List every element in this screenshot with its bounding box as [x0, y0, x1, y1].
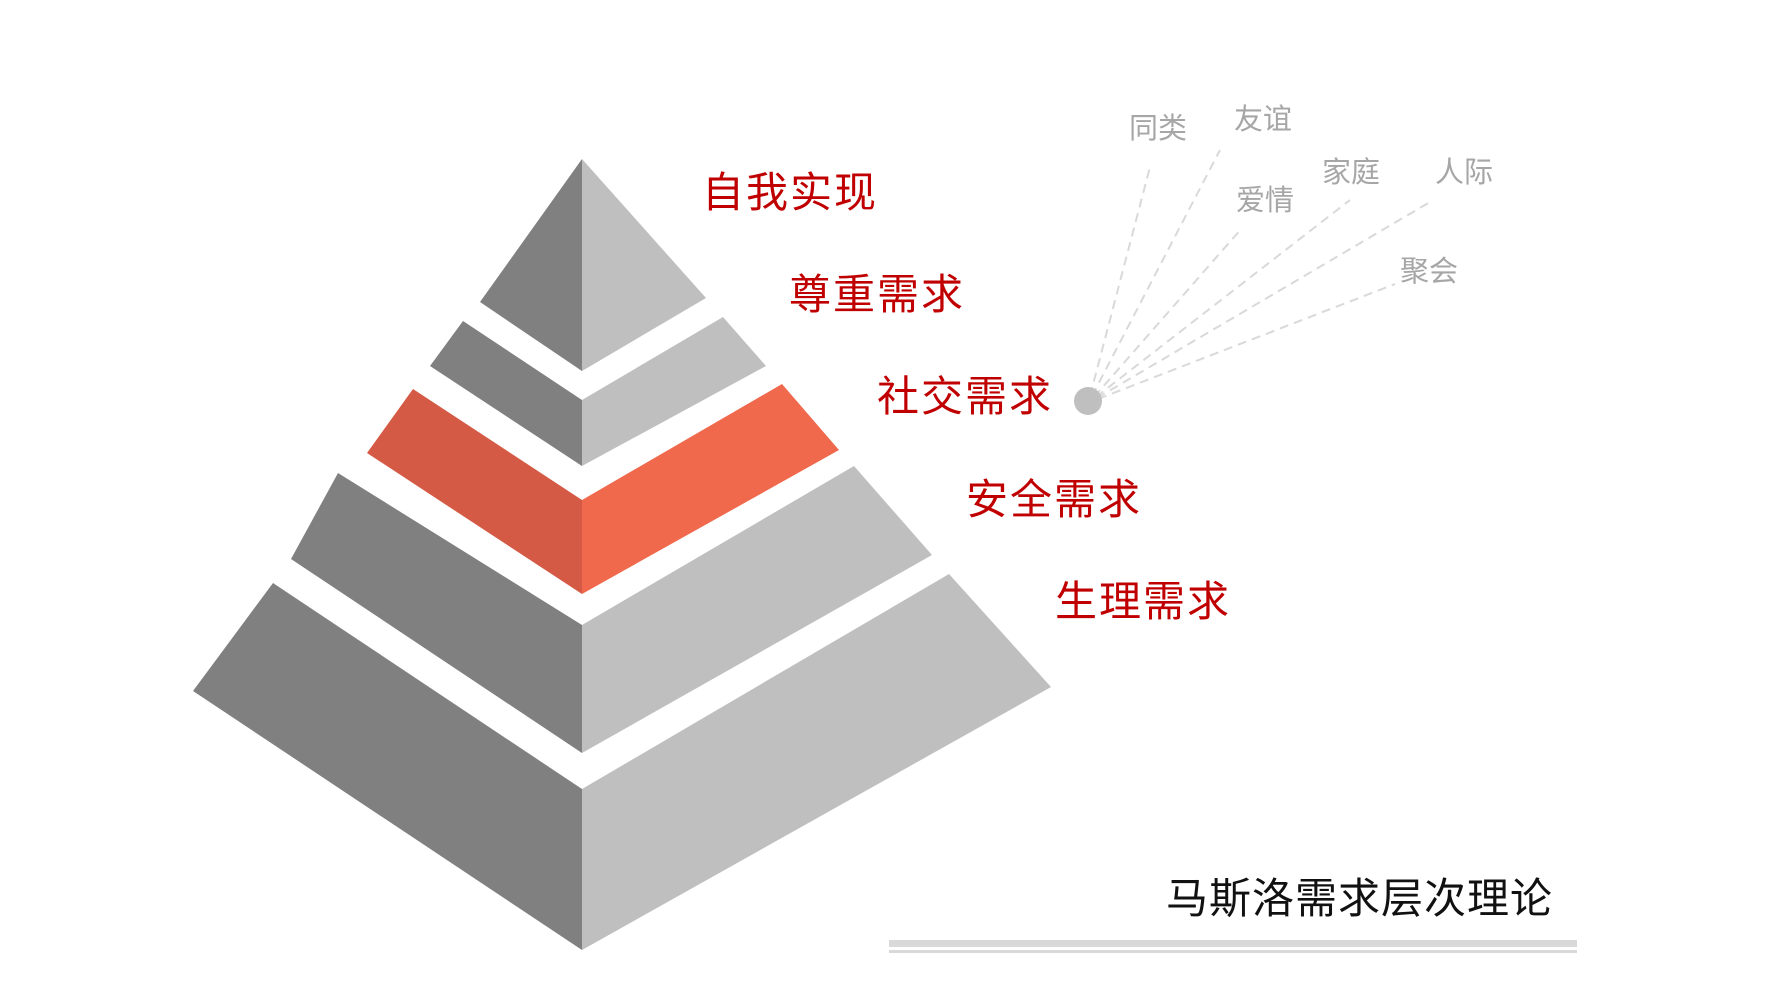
pyramid-tier-safety — [291, 466, 932, 753]
level-label-safety: 安全需求 — [966, 475, 1143, 524]
detail-label-relationships: 人际 — [1435, 155, 1494, 189]
pyramid-tier-social — [367, 384, 839, 594]
pyramid-tier-self-actualization — [480, 159, 706, 371]
level-label-social: 社交需求 — [877, 372, 1054, 421]
title-underline-thick — [889, 940, 1577, 947]
social-node-dot — [1074, 387, 1102, 415]
connector-lines — [1089, 149, 1431, 400]
detail-label-gatherings: 聚会 — [1400, 254, 1459, 288]
detail-label-family: 家庭 — [1322, 155, 1381, 189]
pyramid-tier-physiological — [193, 574, 1051, 950]
pyramid-tier-esteem — [430, 317, 766, 466]
detail-label-love: 爱情 — [1236, 183, 1295, 217]
level-label-esteem: 尊重需求 — [789, 270, 966, 319]
level-label-self-actualization: 自我实现 — [702, 168, 879, 217]
title-underline-thin — [889, 950, 1577, 953]
detail-label-peers: 同类 — [1129, 111, 1188, 145]
detail-label-friendship: 友谊 — [1234, 102, 1293, 136]
level-label-physiological: 生理需求 — [1055, 577, 1232, 626]
diagram-title: 马斯洛需求层次理论 — [1166, 874, 1554, 923]
